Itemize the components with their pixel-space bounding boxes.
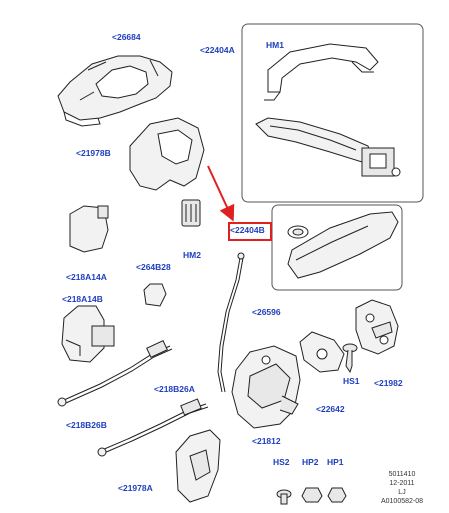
label-264b28[interactable]: <264B28 <box>136 262 171 272</box>
part-inner-handle-drawing <box>287 211 399 279</box>
part-hs1-drawing <box>342 343 358 374</box>
part-21978a-drawing <box>175 429 221 503</box>
label-22404a[interactable]: <22404A <box>200 45 235 55</box>
part-cables-drawing <box>57 340 209 457</box>
label-21978a[interactable]: <21978A <box>118 483 153 493</box>
label-218b26b[interactable]: <218B26B <box>66 420 107 430</box>
label-hs1[interactable]: HS1 <box>343 376 360 386</box>
part-outer-handle-drawing <box>255 117 401 177</box>
drawing-info: 5011410 12-2011 LJ A0100582-08 <box>364 470 440 506</box>
label-21982[interactable]: <21982 <box>374 378 403 388</box>
highlight-box <box>228 222 272 241</box>
label-22404b[interactable]: <22404B <box>230 225 265 235</box>
label-218a14b[interactable]: <218A14B <box>62 294 103 304</box>
drawing-date: 12-2011 <box>389 480 415 487</box>
label-hm2[interactable]: HM2 <box>183 250 201 260</box>
label-21812[interactable]: <21812 <box>252 436 281 446</box>
part-fasteners-drawing <box>276 487 347 505</box>
part-21812-drawing <box>231 345 301 429</box>
label-218b26a[interactable]: <218B26A <box>154 384 195 394</box>
drawing-ref: A0100582-08 <box>380 498 424 505</box>
part-22642-drawing <box>299 331 345 373</box>
part-26684-drawing <box>57 55 173 127</box>
label-26684[interactable]: <26684 <box>112 32 141 42</box>
label-hp1[interactable]: HP1 <box>327 457 344 467</box>
drawing-initials: LJ <box>398 489 406 496</box>
outer-handle-group-frame <box>241 23 424 203</box>
label-hm1[interactable]: HM1 <box>266 40 284 50</box>
part-26596-drawing <box>217 252 245 393</box>
label-218a14a[interactable]: <218A14A <box>66 272 107 282</box>
part-21978b-drawing <box>129 117 205 191</box>
part-hm1-drawing <box>264 43 379 101</box>
label-hs2[interactable]: HS2 <box>273 457 290 467</box>
label-26596[interactable]: <26596 <box>252 307 281 317</box>
label-21978b[interactable]: <21978B <box>76 148 111 158</box>
part-218a14a-drawing <box>69 205 109 253</box>
part-264b28-drawing <box>143 283 167 307</box>
highlight-arrow <box>207 165 235 222</box>
label-22642[interactable]: <22642 <box>316 404 345 414</box>
inner-handle-group-frame <box>271 204 403 291</box>
part-hm2-drawing <box>181 199 201 227</box>
label-hp2[interactable]: HP2 <box>302 457 319 467</box>
part-21982-drawing <box>355 299 399 355</box>
part-218a14b-drawing <box>61 305 115 363</box>
drawing-code: 5011410 <box>388 471 416 478</box>
